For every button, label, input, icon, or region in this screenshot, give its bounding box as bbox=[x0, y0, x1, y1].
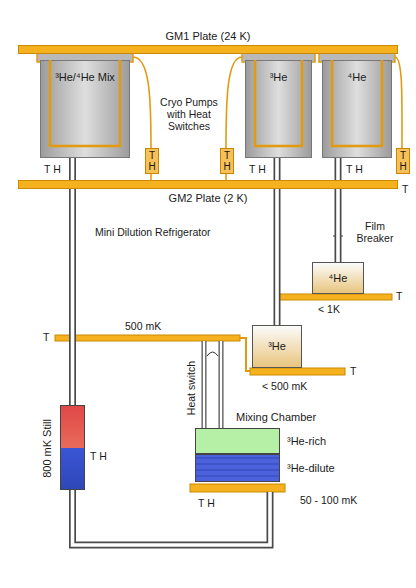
thermometer-heater-tag: T H bbox=[44, 163, 61, 175]
annotation: Film Breaker bbox=[350, 220, 400, 244]
thermometer-heater-tag: T H bbox=[346, 163, 363, 175]
he3-rich-phase: ³He-rich bbox=[195, 428, 280, 454]
cryo-pump: ³He bbox=[245, 60, 312, 158]
heat-switch-loop bbox=[255, 60, 302, 146]
temperature-label: < 500 mK bbox=[262, 380, 307, 392]
still-label: 800 mK Still bbox=[41, 419, 54, 478]
temperature-label: 50 - 100 mK bbox=[300, 494, 357, 506]
cryo-pump-label: ⁴He bbox=[348, 71, 367, 84]
heat-switch-tube bbox=[204, 341, 221, 428]
heat-switch-lead bbox=[133, 57, 151, 148]
tube-bore bbox=[71, 158, 75, 405]
gm1-plate-label: GM1 Plate (24 K) bbox=[166, 30, 251, 43]
annotation: Cryo Pumps with Heat Switches bbox=[158, 96, 220, 132]
tube-wall bbox=[73, 490, 271, 545]
transfer-tube bbox=[338, 158, 339, 262]
cryo-pump: ³He/⁴He Mix bbox=[40, 60, 130, 158]
still: 800 mK Still bbox=[60, 405, 85, 490]
helium4-pot-label: ⁴He bbox=[329, 272, 348, 285]
cryo-pump-label: ³He bbox=[270, 71, 288, 84]
heat-switch-loop bbox=[332, 60, 382, 146]
temperature-label: < 1K bbox=[318, 303, 340, 315]
thermometer-heater-tag: T H bbox=[396, 148, 410, 174]
thermometer-tag: T bbox=[43, 331, 49, 343]
plate-3he-pot bbox=[250, 368, 345, 375]
he3-dilute-phase-label: ³He-dilute bbox=[287, 462, 335, 475]
helium3-pot: ³He bbox=[252, 325, 302, 368]
heat-switch-tube bbox=[204, 341, 221, 428]
cryo-pump-label: ³He/⁴He Mix bbox=[55, 71, 115, 84]
heat-switch-lead bbox=[395, 57, 402, 148]
he3-rich-phase-label: ³He-rich bbox=[287, 435, 326, 448]
helium3-pot-label: ³He bbox=[268, 340, 286, 353]
plate-1k bbox=[275, 294, 392, 300]
gm2-plate-label: GM2 Plate (2 K) bbox=[169, 192, 248, 205]
thermometer-tag: T bbox=[350, 365, 356, 377]
tube-bore bbox=[73, 490, 271, 545]
mixing-chamber: Mixing Chamber³He-rich³He-dilute bbox=[190, 428, 285, 492]
annotation: Mini Dilution Refrigerator bbox=[95, 226, 211, 238]
plate-500mk bbox=[55, 335, 240, 341]
temperature-label: 500 mK bbox=[125, 320, 161, 332]
annotation: Heat switch bbox=[185, 361, 197, 415]
cryo-pump: ⁴He bbox=[322, 60, 392, 158]
thermometer-heater-tag: T H bbox=[90, 450, 107, 462]
tube-bore bbox=[336, 158, 340, 262]
thermometer-heater-tag: T H bbox=[145, 148, 159, 174]
tube-wall bbox=[69, 158, 76, 405]
thermometer-tag: T bbox=[402, 183, 408, 195]
gm1-plate: GM1 Plate (24 K) bbox=[18, 45, 398, 54]
transfer-tube bbox=[73, 490, 271, 545]
helium4-pot: ⁴He bbox=[312, 262, 364, 294]
thermometer-heater-tag: T H bbox=[220, 148, 234, 174]
thermometer-heater-tag: T H bbox=[249, 163, 266, 175]
mixing-chamber-label: Mixing Chamber bbox=[236, 411, 316, 424]
heat-switch-loop bbox=[50, 60, 120, 146]
plate-mixing-chamber bbox=[190, 484, 285, 492]
he3-dilute-phase: ³He-dilute bbox=[195, 454, 280, 482]
flow-arrow bbox=[207, 352, 218, 356]
tube-wall bbox=[335, 158, 342, 262]
thermometer-heater-tag: T H bbox=[198, 497, 215, 509]
heat-switch-lead bbox=[226, 57, 242, 148]
gm2-plate: GM2 Plate (2 K) bbox=[18, 180, 398, 189]
thermometer-tag: T bbox=[396, 290, 402, 302]
thermal-link bbox=[240, 338, 251, 371]
transfer-tube bbox=[72, 158, 73, 405]
